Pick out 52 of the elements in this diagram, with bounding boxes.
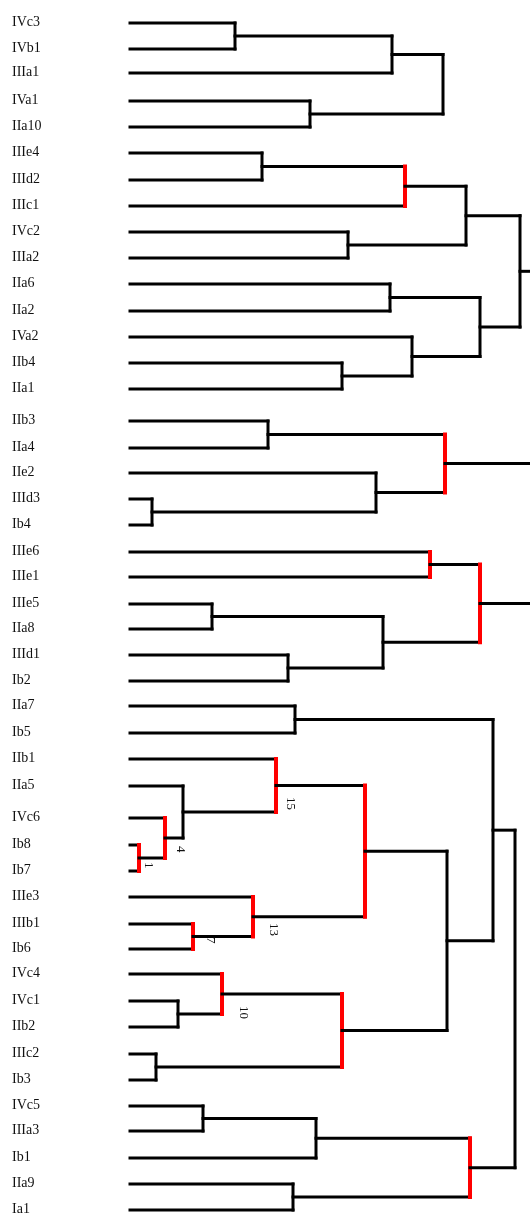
leaf-label: IIa8: [12, 620, 35, 636]
leaf-label: IIIa2: [12, 249, 40, 265]
leaf-label: IIb2: [12, 1018, 36, 1034]
leaf-label: IIIe3: [12, 888, 40, 904]
cluster-number: 4: [175, 846, 188, 853]
leaf-label: IIa4: [12, 439, 35, 455]
leaf-label: IIa9: [12, 1175, 35, 1191]
leaf-label: IIIa1: [12, 64, 40, 80]
leaf-label: IVc5: [12, 1097, 40, 1113]
leaf-label: IVc1: [12, 992, 40, 1008]
leaf-label: IIIe5: [12, 595, 40, 611]
leaf-label: IVa1: [12, 92, 39, 108]
leaf-label: IIIc2: [12, 1045, 40, 1061]
leaf-label: IIb3: [12, 412, 36, 428]
leaf-label: IVc3: [12, 14, 40, 30]
leaf-label: IIId3: [12, 490, 40, 506]
cluster-number: 10: [238, 1006, 251, 1019]
leaf-label: IIIe1: [12, 568, 40, 584]
leaf-label: IIb4: [12, 354, 36, 370]
cluster-number: 1: [143, 862, 156, 869]
leaf-label: Ia1: [12, 1201, 30, 1217]
leaf-label: IIa5: [12, 777, 35, 793]
leaf-label: IIe2: [12, 464, 35, 480]
leaf-label: IIId1: [12, 646, 40, 662]
leaf-label: IIa7: [12, 697, 35, 713]
leaf-label: IIIb1: [12, 915, 40, 931]
leaf-label: Ib8: [12, 836, 31, 852]
leaf-label: Ib6: [12, 940, 31, 956]
leaf-label: IIIa3: [12, 1122, 40, 1138]
leaf-label: Ib5: [12, 724, 31, 740]
leaf-label: IVc6: [12, 809, 40, 825]
leaf-label: Ib7: [12, 862, 31, 878]
cluster-number: 7: [205, 937, 218, 944]
cluster-number: 13: [268, 923, 281, 936]
leaf-label: Ib1: [12, 1149, 31, 1165]
leaf-label: IIb1: [12, 750, 36, 766]
leaf-label: IVc4: [12, 965, 40, 981]
leaf-label: IIIe6: [12, 543, 40, 559]
leaf-label: IVc2: [12, 223, 40, 239]
leaf-label: IVa2: [12, 328, 39, 344]
leaf-label: IIa2: [12, 302, 35, 318]
leaf-label: IIa6: [12, 275, 35, 291]
leaf-label: IIa1: [12, 380, 35, 396]
leaf-label: IIIe4: [12, 144, 40, 160]
leaf-label: IIId2: [12, 171, 40, 187]
leaf-label: IVb1: [12, 40, 41, 56]
leaf-label: Ib4: [12, 516, 31, 532]
cluster-number: 15: [285, 797, 298, 810]
leaf-label: Ib2: [12, 672, 31, 688]
leaf-label: Ib3: [12, 1071, 31, 1087]
leaf-label: IIIc1: [12, 197, 40, 213]
leaf-label: IIa10: [12, 118, 42, 134]
